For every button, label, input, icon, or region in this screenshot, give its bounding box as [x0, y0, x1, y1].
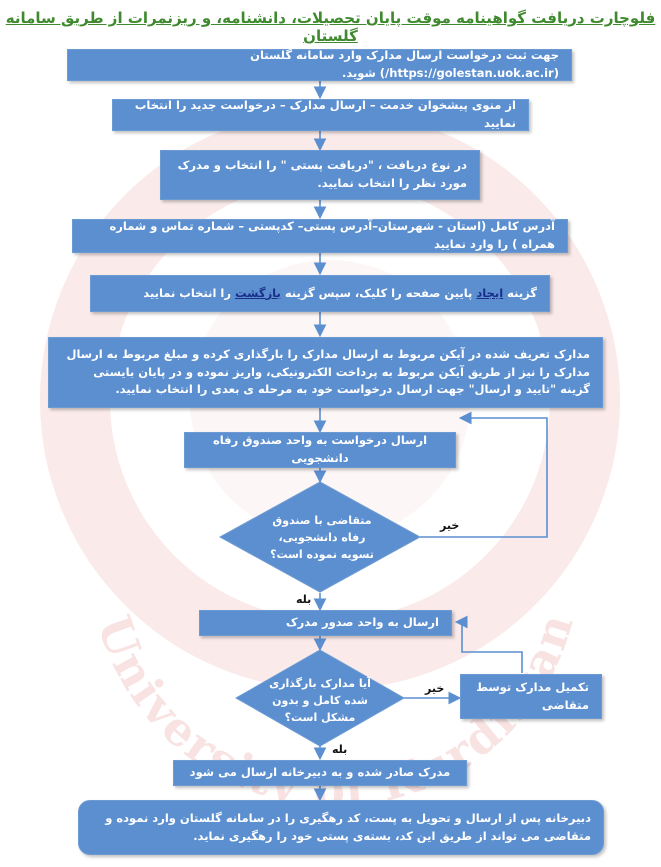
decision-1-yes-label: بله — [296, 593, 312, 606]
step-upload-pay-text: مدارک تعریف شده در آیکن مربوط به ارسال م… — [66, 346, 590, 397]
step-tracking-text: دبیرخانه پس از ارسال و تحویل به پست، کد … — [105, 810, 591, 843]
step-login-text: جهت ثبت درخواست ارسال مدارک وارد سامانه … — [250, 48, 559, 80]
arrow-9-back — [454, 615, 523, 673]
create-link: ایجاد — [476, 285, 504, 300]
step-issued-text: مدرک صادر شده و به دبیرخانه ارسال می شود — [189, 765, 451, 780]
step-create-return: گزینه ایجاد پایین صفحه را کلیک، سپس گزین… — [90, 275, 550, 312]
page-title: فلوچارت دریافت گواهینامه موقت پایان تحصی… — [5, 9, 656, 45]
decision-diamond-1 — [218, 481, 422, 593]
step-address-text: آدرس کامل (استان - شهرستان–آدرس پستی– کد… — [109, 219, 555, 251]
decision-2-text: آیا مدارک بارگذاری شده کامل و بدون مشکل … — [269, 677, 371, 725]
arrow-d1-no — [420, 411, 548, 538]
step-complete-docs-text: تکمیل مدارک توسط متقاضی — [476, 679, 589, 712]
step-create-return-text: گزینه ایجاد پایین صفحه را کلیک، سپس گزین… — [143, 285, 537, 300]
step-menu: از منوی پیشخوان خدمت – ارسال مدارک – درخ… — [112, 98, 529, 131]
step-welfare-fund: ارسال درخواست به واحد صندوق رفاه دانشجوی… — [184, 432, 456, 468]
return-link: بازگشت — [235, 285, 281, 300]
decision-2-yes-label: بله — [332, 743, 348, 756]
step-menu-text: از منوی پیشخوان خدمت – ارسال مدارک – درخ… — [134, 98, 516, 130]
step-complete-docs: تکمیل مدارک توسط متقاضی — [460, 674, 602, 719]
step-login: جهت ثبت درخواست ارسال مدارک وارد سامانه … — [67, 48, 572, 81]
step-issue-unit-text: ارسال به واحد صدور مدرک — [285, 615, 439, 630]
decision-2-no-label: خیر — [425, 682, 445, 695]
step-welfare-fund-text: ارسال درخواست به واحد صندوق رفاه دانشجوی… — [212, 433, 428, 465]
decision-1-no-label: خیر — [440, 519, 460, 532]
decision-diamond-2 — [234, 649, 406, 747]
step-receive-type: در نوع دریافت ، "دریافت پستی " را انتخاب… — [160, 150, 480, 200]
decision-1-text: متقاضی با صندوق رفاه دانشجویی، تسویه نمو… — [270, 514, 374, 562]
step-issue-unit: ارسال به واحد صدور مدرک — [199, 610, 452, 636]
step-upload-pay: مدارک تعریف شده در آیکن مربوط به ارسال م… — [48, 337, 603, 408]
step-receive-type-text: در نوع دریافت ، "دریافت پستی " را انتخاب… — [177, 158, 467, 190]
step-issued: مدرک صادر شده و به دبیرخانه ارسال می شود — [173, 760, 467, 786]
step-address: آدرس کامل (استان - شهرستان–آدرس پستی– کد… — [72, 219, 568, 253]
step-tracking: دبیرخانه پس از ارسال و تحویل به پست، کد … — [78, 800, 604, 855]
